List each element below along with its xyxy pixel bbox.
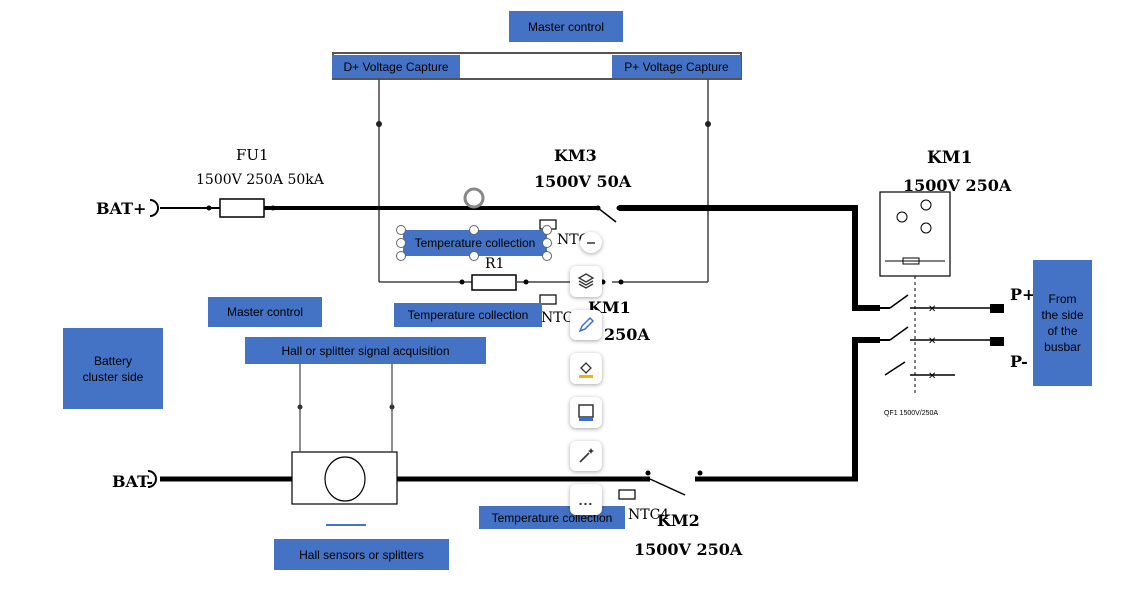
p-minus-terminal bbox=[990, 337, 1004, 346]
ntc3-sensor bbox=[539, 294, 557, 305]
busbar-side-label: From the side of the busbar bbox=[1033, 260, 1092, 386]
minus-icon bbox=[587, 241, 595, 244]
resize-handle[interactable] bbox=[542, 238, 552, 248]
km1-low-rating: 250A bbox=[604, 325, 650, 344]
pen-button[interactable] bbox=[570, 309, 602, 341]
floating-format-toolbar: ... bbox=[568, 232, 604, 528]
resize-handle[interactable] bbox=[542, 251, 552, 261]
fill-icon bbox=[579, 361, 593, 378]
collapse-button[interactable] bbox=[580, 232, 602, 254]
km3-switch bbox=[597, 207, 617, 223]
km3-rating: 1500V 50A bbox=[534, 172, 632, 191]
magic-wand-icon bbox=[579, 448, 594, 463]
fill-button[interactable] bbox=[570, 353, 602, 385]
km2-switch bbox=[649, 478, 686, 496]
svg-text:✕: ✕ bbox=[928, 371, 936, 382]
d-voltage-capture-label: D+ Voltage Capture bbox=[332, 55, 460, 78]
pen-icon bbox=[578, 317, 595, 333]
resize-handle[interactable] bbox=[469, 225, 479, 235]
p-minus-label: P- bbox=[1010, 352, 1028, 371]
more-button[interactable]: ... bbox=[570, 484, 602, 516]
resistor-r1 bbox=[471, 274, 517, 291]
more-icon: ... bbox=[578, 491, 594, 508]
bat-plus-label: BAT+ bbox=[96, 199, 147, 218]
bat-plus-terminal bbox=[149, 199, 159, 217]
hall-sensors-label: Hall sensors or splitters bbox=[274, 539, 449, 570]
fuse-fu1 bbox=[219, 198, 265, 218]
km2-label: KM2 bbox=[657, 511, 700, 530]
fu1-rating: 1500V 250A 50kA bbox=[196, 172, 324, 188]
svg-text:✕: ✕ bbox=[928, 336, 936, 347]
km1-label: KM1 bbox=[927, 148, 973, 168]
resize-handle[interactable] bbox=[396, 251, 406, 261]
resize-handle[interactable] bbox=[396, 238, 406, 248]
p-plus-label: P+ bbox=[1010, 285, 1036, 304]
ntc4-sensor bbox=[618, 489, 636, 500]
km3-label: KM3 bbox=[554, 146, 597, 165]
qf1-label: QF1 1500V/250A bbox=[884, 410, 939, 417]
master-control-left-label: Master control bbox=[208, 297, 322, 327]
battery-cluster-side-label: Battery cluster side bbox=[63, 328, 163, 409]
rotate-handle bbox=[463, 187, 485, 209]
bat-minus-label: BAT- bbox=[112, 472, 153, 491]
r1-label: R1 bbox=[485, 256, 505, 272]
master-control-top-label: Master control bbox=[509, 11, 623, 42]
p-voltage-capture-label: P+ Voltage Capture bbox=[612, 55, 741, 78]
layers-icon bbox=[577, 273, 595, 290]
hall-signal-acquisition-label: Hall or splitter signal acquisition bbox=[245, 337, 486, 364]
km2-rating: 1500V 250A bbox=[634, 540, 743, 559]
layers-button[interactable] bbox=[570, 266, 602, 297]
resize-handle[interactable] bbox=[542, 225, 552, 235]
temperature-collection-label-2: Temperature collection bbox=[394, 303, 542, 327]
p-plus-terminal bbox=[990, 304, 1004, 313]
border-icon bbox=[578, 404, 594, 422]
resize-handle[interactable] bbox=[469, 251, 479, 261]
border-button[interactable] bbox=[570, 397, 602, 428]
fu1-label: FU1 bbox=[236, 146, 269, 164]
ntc4-label: NTC4 bbox=[628, 507, 670, 523]
resize-handle[interactable] bbox=[396, 225, 406, 235]
km1-relay-box bbox=[879, 191, 951, 277]
svg-text:✕: ✕ bbox=[928, 304, 936, 315]
km1-rating: 1500V 250A bbox=[903, 176, 1012, 195]
bat-minus-terminal bbox=[147, 470, 157, 488]
magic-wand-button[interactable] bbox=[570, 440, 602, 472]
